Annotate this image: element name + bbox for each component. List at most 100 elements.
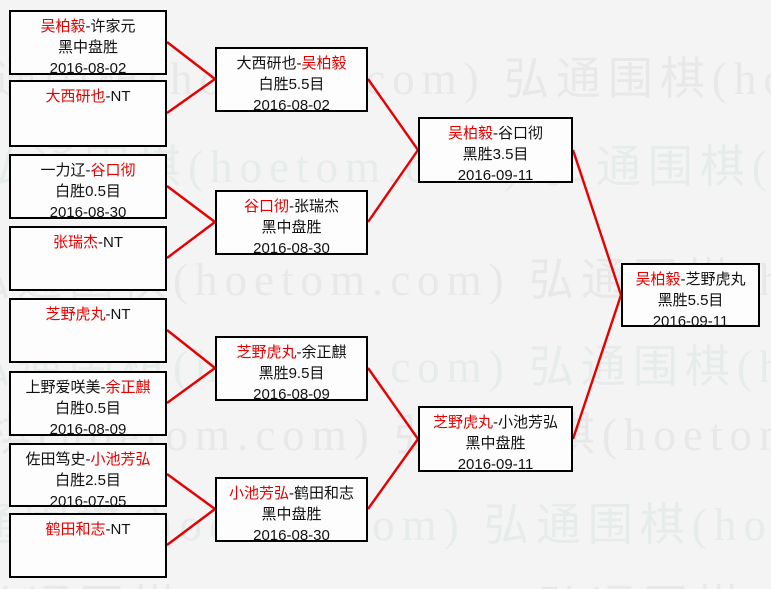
match-players: 上野爱咲美-余正麒 — [11, 377, 165, 398]
match-players: 佐田笃史-小池芳弘 — [11, 449, 165, 470]
match-date: 2016-08-30 — [253, 527, 330, 544]
match-result: 白胜5.5目 — [258, 76, 325, 93]
winner-name: 吴柏毅 — [447, 125, 493, 142]
match-date: 2016-09-11 — [652, 313, 729, 330]
match-players: 大西研也-吴柏毅 — [217, 53, 366, 74]
match-result: 白胜0.5目 — [55, 400, 121, 417]
match-box-r1-1: 吴柏毅-许家元 黑中盘胜 2016-08-02 — [9, 10, 167, 77]
match-box-r1-2: 大西研也-NT — [9, 80, 167, 147]
match-date: 2016-09-11 — [457, 456, 534, 473]
player-name: 大西研也 — [236, 55, 297, 72]
match-players: 芝野虎丸-余正麒 — [217, 342, 366, 363]
match-date: 2016-08-02 — [253, 97, 330, 114]
winner-name: 吴柏毅 — [40, 18, 86, 35]
winner-name: 余正麒 — [105, 379, 151, 396]
player-name: 小池芳弘 — [498, 414, 559, 431]
match-box-r1-3: 一力辽-谷口彻 白胜0.5目 2016-08-30 — [9, 154, 167, 221]
player-name: 鹤田和志 — [294, 485, 355, 502]
player-name: 谷口彻 — [498, 125, 544, 142]
match-result: 黑胜3.5目 — [462, 146, 529, 163]
match-box-r1-7: 佐田笃史-小池芳弘 白胜2.5目 2016-07-05 — [9, 443, 167, 510]
match-box-sf-1: 吴柏毅-谷口彻 黑胜3.5目 2016-09-11 — [418, 117, 573, 184]
match-result: 黑中盘胜 — [57, 39, 118, 56]
connector-line — [166, 473, 216, 510]
connector-line — [367, 367, 419, 440]
winner-name: 芝野虎丸 — [45, 306, 106, 323]
match-result: 黑中盘胜 — [261, 219, 322, 236]
player-separator: - — [85, 451, 91, 468]
match-players: 芝野虎丸-小池芳弘 — [420, 412, 571, 433]
match-result: 白胜0.5目 — [55, 183, 121, 200]
match-box-r1-8: 鹤田和志-NT — [9, 513, 167, 578]
connector-line — [367, 78, 419, 151]
match-players: 吴柏毅-谷口彻 — [420, 123, 571, 144]
player-name: 一力辽 — [40, 162, 86, 179]
player-name: NT — [103, 234, 123, 251]
match-box-r1-5: 芝野虎丸-NT — [9, 298, 167, 363]
match-players: 芝野虎丸-NT — [11, 304, 165, 325]
match-players: 小池芳弘-鹤田和志 — [217, 483, 366, 504]
match-players: 谷口彻-张瑞杰 — [217, 196, 366, 217]
player-separator: - — [493, 125, 498, 142]
winner-name: 小池芳弘 — [228, 485, 289, 502]
match-players: 一力辽-谷口彻 — [11, 160, 165, 181]
match-date — [11, 561, 165, 582]
match-date — [11, 128, 165, 149]
winner-name: 小池芳弘 — [90, 451, 151, 468]
match-box-r1-6: 上野爱咲美-余正麒 白胜0.5目 2016-08-09 — [9, 371, 167, 438]
player-separator: - — [100, 379, 106, 396]
match-date — [11, 346, 165, 367]
winner-name: 谷口彻 — [90, 162, 136, 179]
match-date: 2016-08-02 — [49, 60, 127, 77]
match-result — [11, 540, 165, 561]
connector-line — [571, 149, 623, 296]
winner-name: 芝野虎丸 — [236, 344, 297, 361]
connector-line — [166, 329, 216, 369]
match-date: 2016-07-05 — [49, 493, 127, 510]
player-name: NT — [110, 88, 131, 105]
connector-line — [166, 41, 216, 80]
player-separator: - — [105, 521, 111, 538]
winner-name: 吴柏毅 — [635, 271, 681, 288]
match-box-r1-4: 张瑞杰-NT — [9, 226, 167, 291]
player-separator: - — [98, 234, 103, 251]
winner-name: 芝野虎丸 — [432, 414, 493, 431]
match-box-r2-3: 芝野虎丸-余正麒 黑胜9.5目 2016-08-09 — [215, 336, 368, 403]
player-separator: - — [493, 414, 498, 431]
match-players: 张瑞杰-NT — [11, 232, 165, 253]
match-players: 大西研也-NT — [11, 86, 165, 107]
match-date — [11, 274, 165, 295]
match-date: 2016-08-09 — [49, 421, 127, 438]
match-date: 2016-09-11 — [457, 167, 534, 184]
connector-line — [166, 185, 216, 223]
match-box-sf-2: 芝野虎丸-小池芳弘 黑中盘胜 2016-09-11 — [418, 406, 573, 473]
player-name: NT — [110, 521, 131, 538]
winner-name: 大西研也 — [45, 88, 106, 105]
match-result: 白胜2.5目 — [55, 472, 121, 489]
player-separator: - — [105, 306, 111, 323]
match-date: 2016-08-09 — [253, 386, 330, 403]
match-box-r2-4: 小池芳弘-鹤田和志 黑中盘胜 2016-08-30 — [215, 477, 368, 544]
winner-name: 鹤田和志 — [45, 521, 106, 538]
match-date: 2016-08-30 — [253, 240, 330, 257]
connector-line — [166, 367, 216, 404]
player-separator: - — [296, 344, 302, 361]
match-box-final: 吴柏毅-芝野虎丸 黑胜5.5目 2016-09-11 — [621, 263, 760, 330]
match-players: 吴柏毅-许家元 — [11, 16, 165, 37]
connector-line — [367, 438, 419, 510]
watermark-text: 弘通围棋(hoetom.com) 弘通围棋(hoetom.com) 弘通围棋(h… — [0, 570, 771, 589]
match-players: 鹤田和志-NT — [11, 519, 165, 540]
player-separator: - — [105, 88, 111, 105]
player-separator: - — [289, 198, 294, 215]
connector-line — [166, 221, 216, 259]
winner-name: 吴柏毅 — [301, 55, 347, 72]
match-players: 吴柏毅-芝野虎丸 — [623, 269, 758, 290]
match-result — [11, 253, 165, 274]
match-result: 黑中盘胜 — [261, 506, 322, 523]
match-result — [11, 325, 165, 346]
player-separator: - — [289, 485, 294, 502]
player-name: 上野爱咲美 — [25, 379, 101, 396]
match-box-r2-1: 大西研也-吴柏毅 白胜5.5目 2016-08-02 — [215, 47, 368, 114]
